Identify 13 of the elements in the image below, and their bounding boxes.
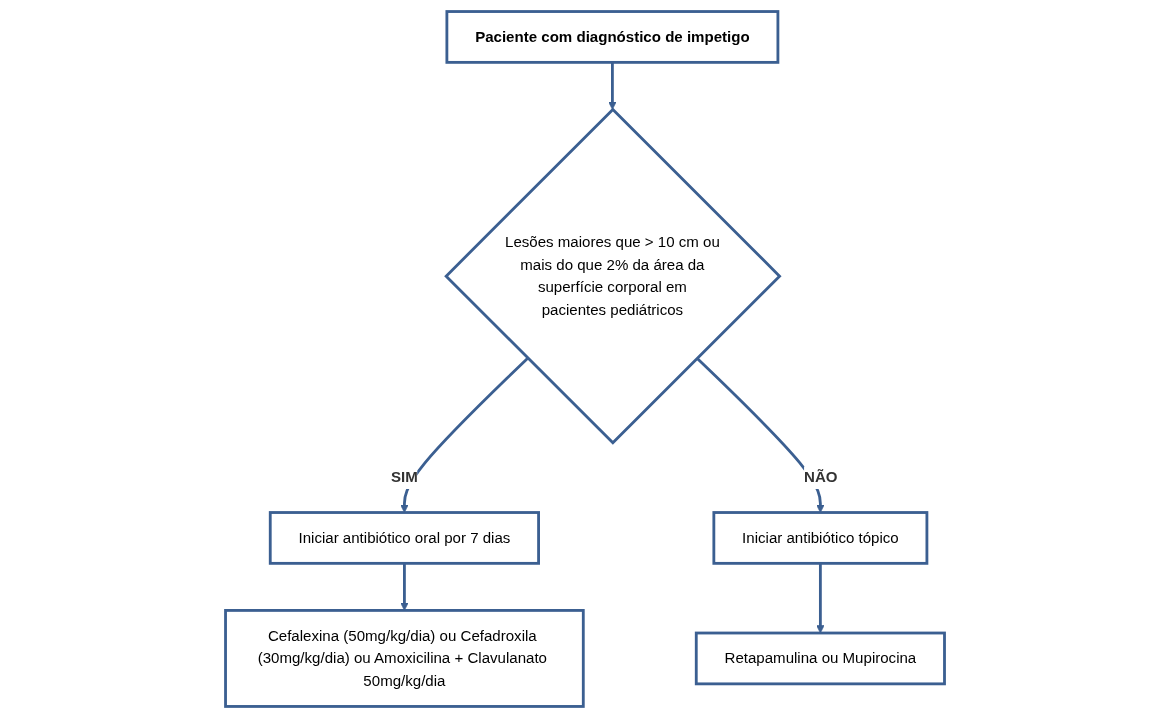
arrow [400, 357, 529, 513]
node-box: Paciente com diagnóstico de impetigo [445, 10, 780, 64]
node-box: Iniciar antibiótico oral por 7 dias [268, 511, 540, 565]
arrow [400, 563, 409, 611]
node-box: Iniciar antibiótico tópico [712, 511, 929, 565]
node-box: Cefalexina (50mg/kg/dia) ou Cefadroxila (30mg/kg/dia) ou Amoxicilina + Clavulanato 50mg/kg/dia [224, 609, 585, 708]
arrow [608, 62, 617, 110]
edge-label: SIM [391, 469, 418, 486]
arrow [816, 563, 825, 634]
node-box: Retapamulina ou Mupirocina [694, 631, 946, 686]
arrow [696, 357, 825, 513]
edge-label: NÃO [804, 469, 838, 486]
node-diamond: Lesões maiores que > 10 cm ou mais do que 2% da área da superfície corporal em pacientes pediátricos [444, 107, 782, 445]
